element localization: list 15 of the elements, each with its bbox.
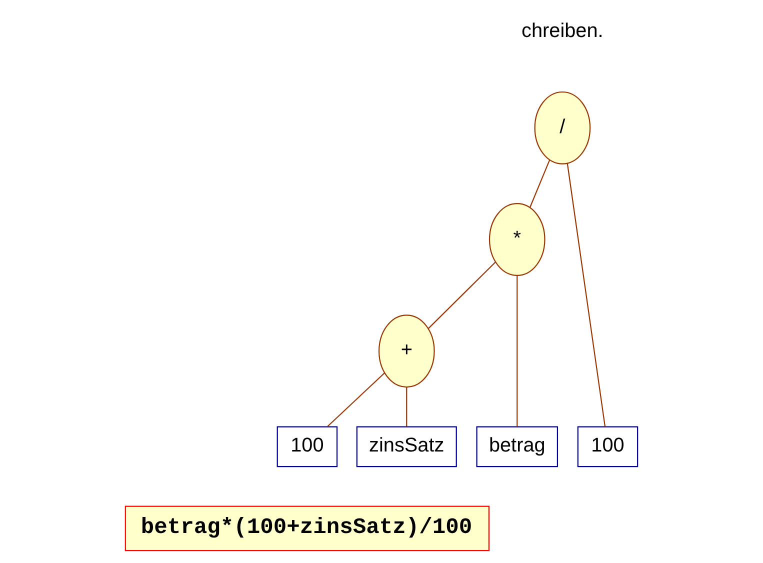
connector — [327, 372, 385, 427]
connector — [406, 388, 408, 426]
node-box: 100 — [276, 426, 338, 468]
node-box: betrag — [476, 426, 558, 468]
label: chreiben. — [522, 20, 604, 42]
connector — [516, 276, 518, 427]
node-ellipse: * — [488, 203, 546, 276]
node-box: 100 — [577, 426, 638, 468]
connector — [428, 262, 496, 329]
node-ellipse: + — [378, 314, 435, 388]
node-ellipse: / — [534, 91, 591, 164]
connector — [566, 163, 606, 427]
node-box: zinsSatz — [356, 426, 457, 468]
node-box: betrag*(100+zinsSatz)/100 — [124, 506, 490, 552]
connector — [529, 160, 550, 208]
